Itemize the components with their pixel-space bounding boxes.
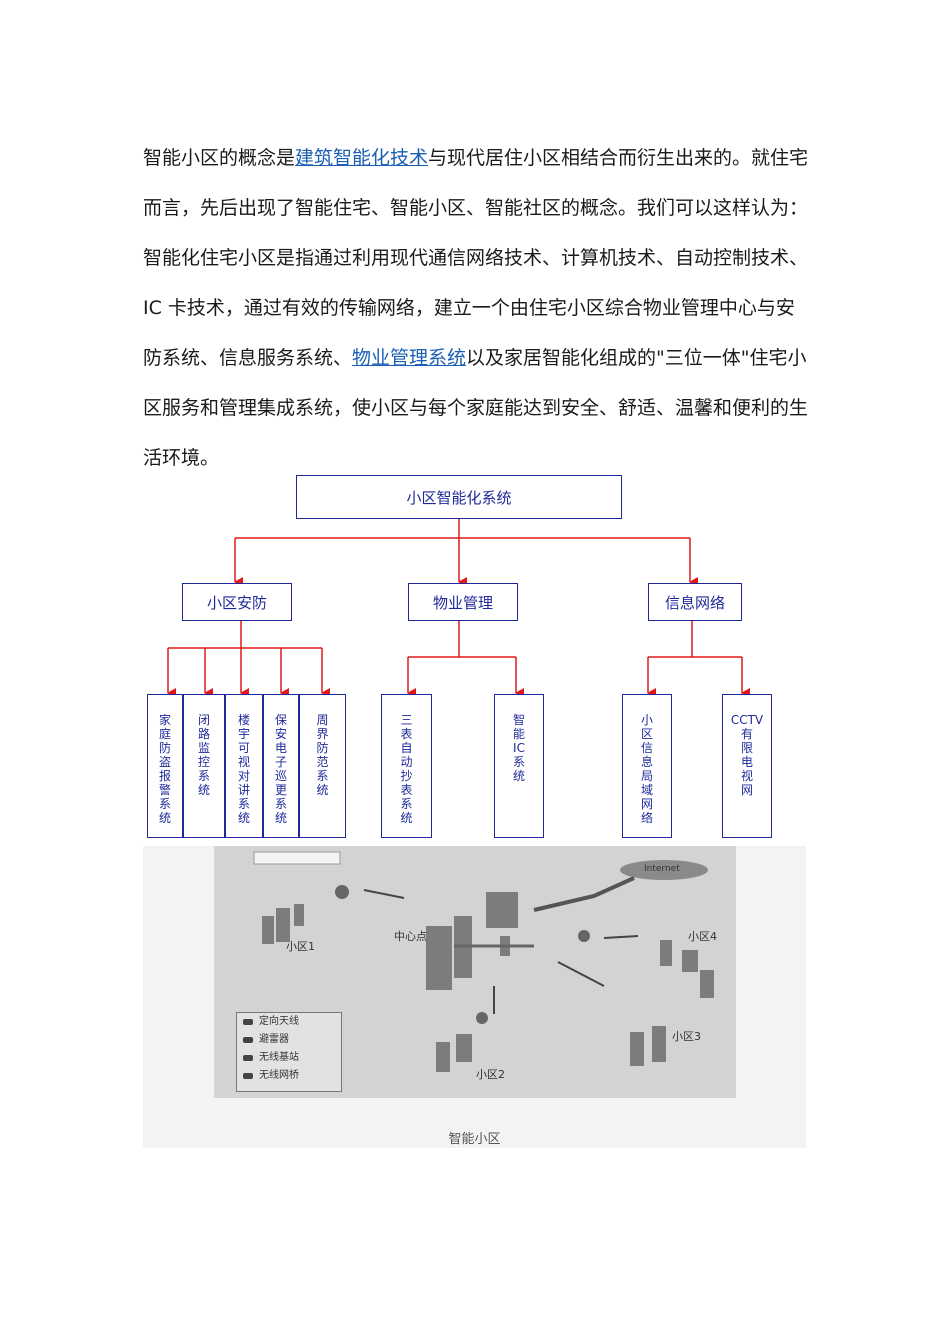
label-community-2: 小区2 [476,1068,505,1081]
paragraph-text: 以及家居智能化组成的"三位一体"住宅小区服务和管理集成系统，使小区与每个家庭能达… [143,347,809,469]
legend-item: 定向天线 [237,1013,341,1031]
label-community-3: 小区3 [672,1030,701,1043]
legend-item: 无线网桥 [237,1067,341,1085]
branch-security: 小区安防 [182,583,292,621]
leaf-cctv-monitor: 闭路监控系统 [183,694,225,838]
branch-property: 物业管理 [408,583,518,621]
leaf-patrol: 保安电子巡更系统 [263,694,299,838]
label-internet: Internet [644,864,680,874]
intro-paragraph: 智能小区的概念是建筑智能化技术与现代居住小区相结合而衍生出来的。就住宅而言，先后… [143,133,811,483]
leaf-perimeter: 周界防范系统 [299,694,346,838]
paragraph-text: 智能小区的概念是 [143,147,296,169]
legend-item: 避雷器 [237,1031,341,1049]
topology-legend: 定向天线 避雷器 无线基站 无线网桥 [236,1012,342,1092]
link-property-management[interactable]: 物业管理系统 [352,347,467,369]
paragraph-text: 与现代居住小区相结合而衍生出来的。就住宅而言，先后出现了智能住宅、智能小区、智能… [143,147,809,369]
leaf-meter-reading: 三表自动抄表系统 [381,694,432,838]
leaf-lan: 小区信息局域网络 [622,694,672,838]
leaf-home-alarm: 家庭防盗报警系统 [147,694,183,838]
link-building-intelligence[interactable]: 建筑智能化技术 [295,147,429,169]
label-community-1: 小区1 [286,940,315,953]
legend-item: 无线基站 [237,1049,341,1067]
network-topology-image: 中心点 Internet 小区1 小区2 小区3 小区4 定向天线 避雷器 无线… [214,846,736,1098]
label-community-4: 小区4 [688,930,717,943]
label-center: 中心点 [394,930,427,943]
figure-smart-community: 中心点 Internet 小区1 小区2 小区3 小区4 定向天线 避雷器 无线… [143,846,806,1148]
leaf-intercom: 楼宇可视对讲系统 [225,694,263,838]
branch-network: 信息网络 [648,583,742,621]
figure-caption: 智能小区 [448,1132,501,1147]
topology-drawing [253,851,714,1072]
